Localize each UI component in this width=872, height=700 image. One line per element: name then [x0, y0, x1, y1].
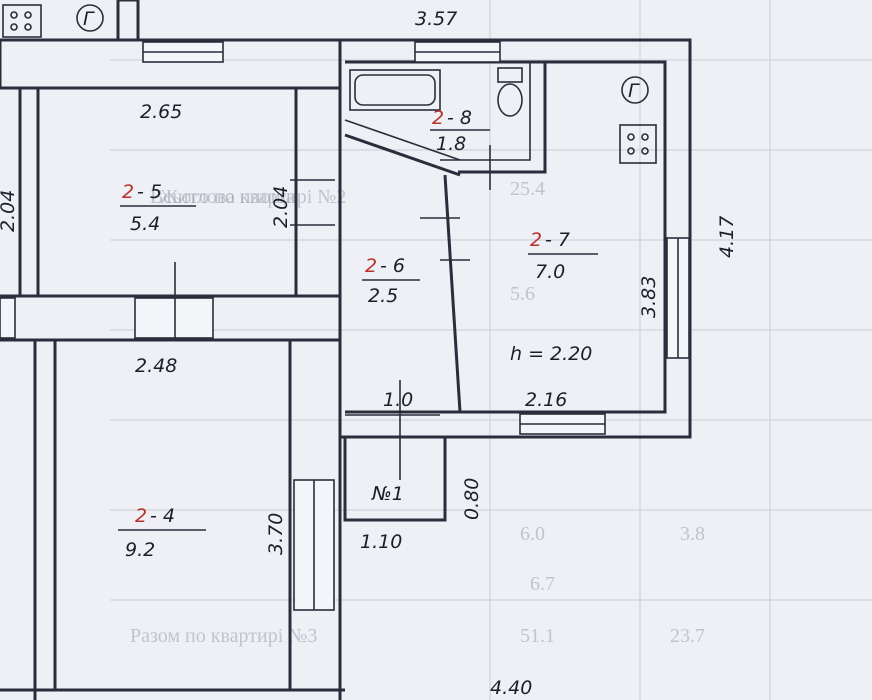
walls [0, 38, 692, 700]
bathtub-icon [349, 69, 441, 111]
bg-row-label-6: Разом по квартирі №3 [130, 625, 317, 647]
ceiling-height: h = 2.20 [510, 343, 592, 365]
door-marks [174, 145, 491, 480]
svg-text:- 7: - 7 [545, 229, 570, 251]
stove-icon-topleft [2, 4, 42, 38]
svg-text:- 6: - 6 [380, 255, 405, 277]
dim-room4-width: 2.48 [135, 355, 177, 377]
windows [0, 41, 690, 611]
dim-hall-width: 1.0 [383, 389, 413, 411]
svg-text:1.8: 1.8 [436, 133, 466, 155]
dim-outer-right: 4.17 [716, 216, 738, 258]
svg-text:Г: Г [628, 80, 640, 102]
svg-text:9.2: 9.2 [125, 539, 155, 561]
bg-row-label-1: Житлова площа [160, 186, 295, 208]
toilet-icon [497, 67, 523, 117]
room-2-5-label: 2 - 5 5.4 [120, 181, 196, 235]
svg-text:2: 2 [365, 255, 377, 277]
dim-left-edge: 2.04 [0, 190, 19, 232]
dim-room5-width: 2.65 [140, 101, 182, 123]
svg-text:5.4: 5.4 [130, 213, 160, 235]
svg-text:2.5: 2.5 [368, 285, 398, 307]
dim-top-total: 3.57 [415, 8, 457, 30]
dim-room7-height: 3.83 [638, 276, 660, 318]
room-2-6-label: 2 - 6 2.5 [362, 255, 420, 307]
svg-text:2: 2 [122, 181, 134, 203]
svg-text:7.0: 7.0 [535, 261, 565, 283]
svg-text:2: 2 [530, 229, 542, 251]
porch-label: №1 [371, 483, 404, 505]
gas-icon-kitchen: Г [621, 76, 649, 104]
dim-porch-width: 1.10 [360, 531, 402, 553]
bg-cell-4: 3.8 [680, 523, 705, 545]
svg-text:- 4: - 4 [150, 505, 175, 527]
dim-room4-height: 3.70 [265, 513, 287, 555]
bg-row-label-2: Всього по квартирі №2 [150, 186, 346, 208]
svg-text:- 5: - 5 [137, 181, 162, 203]
bg-cell-1: 25.4 [510, 178, 545, 200]
svg-text:2: 2 [135, 505, 147, 527]
stove-icon-kitchen [619, 124, 657, 164]
room-2-7-label: 2 - 7 7.0 [528, 229, 598, 283]
dim-porch-depth: 0.80 [461, 478, 483, 520]
background-table [110, 0, 872, 700]
room-2-4-label: 2 - 4 9.2 [118, 505, 206, 561]
room-2-8-label: 2 - 8 1.8 [430, 107, 490, 155]
bg-cell-7: 23.7 [670, 625, 705, 647]
bg-cell-3: 6.0 [520, 523, 545, 545]
dim-room5-height: 2.04 [270, 186, 292, 228]
svg-text:- 8: - 8 [447, 107, 472, 129]
bg-cell-6: 51.1 [520, 625, 555, 647]
svg-text:Г: Г [83, 8, 95, 30]
bg-cell-2: 5.6 [510, 283, 535, 305]
bg-cell-5: 6.7 [530, 573, 555, 595]
svg-text:2: 2 [432, 107, 444, 129]
dim-bottom-total: 4.40 [490, 677, 532, 699]
dim-kitchen-width: 2.16 [525, 389, 567, 411]
gas-icon-topleft: Г [76, 4, 104, 32]
